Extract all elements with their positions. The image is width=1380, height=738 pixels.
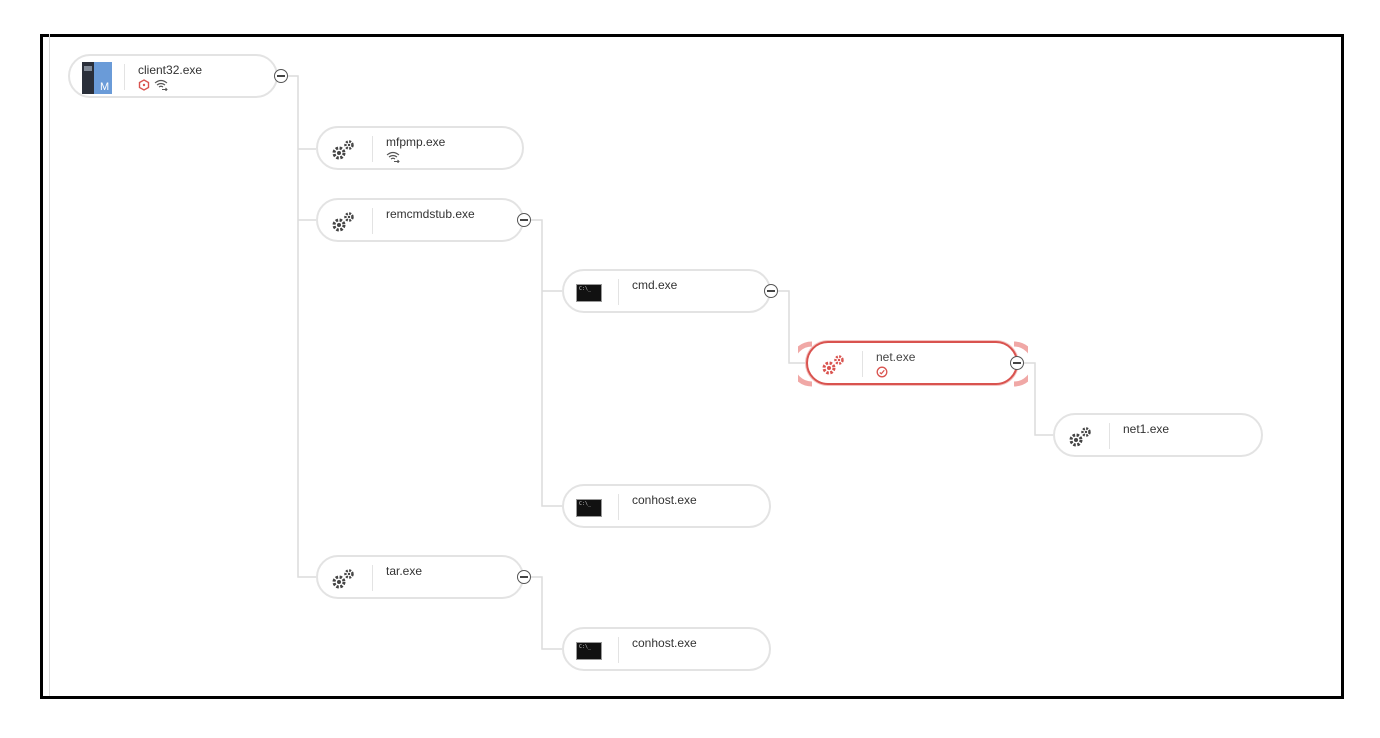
gears-icon (1067, 424, 1093, 450)
node-separator (124, 64, 125, 90)
process-name: net1.exe (1123, 422, 1170, 436)
process-node-mfpmp[interactable]: mfpmp.exe (316, 126, 524, 170)
collapse-toggle-client32[interactable] (274, 69, 288, 83)
process-tree-canvas (40, 34, 1344, 699)
terminal-icon: C:\_ (576, 495, 602, 521)
root-connector (49, 34, 50, 696)
process-name: tar.exe (386, 564, 423, 578)
collapse-toggle-net[interactable] (1010, 356, 1024, 370)
gears-icon (330, 566, 356, 592)
process-node-net[interactable]: net.exe (806, 341, 1018, 385)
node-separator (618, 637, 619, 663)
process-name: remcmdstub.exe (386, 207, 475, 221)
gears-icon (330, 209, 356, 235)
process-node-tar[interactable]: tar.exe (316, 555, 524, 599)
collapse-toggle-tar[interactable] (517, 570, 531, 584)
process-name: net.exe (876, 350, 916, 364)
process-node-conhost-2[interactable]: C:\_ conhost.exe (562, 627, 771, 671)
process-name: client32.exe (138, 63, 203, 77)
process-node-conhost-1[interactable]: C:\_ conhost.exe (562, 484, 771, 528)
node-separator (1109, 423, 1110, 449)
process-name: conhost.exe (632, 493, 697, 507)
node-separator (372, 565, 373, 591)
node-separator (862, 351, 863, 377)
network-icon (386, 151, 400, 163)
node-separator (618, 279, 619, 305)
terminal-icon: C:\_ (576, 638, 602, 664)
process-node-net1[interactable]: net1.exe (1053, 413, 1263, 457)
process-name: cmd.exe (632, 278, 678, 292)
badge-row (386, 151, 400, 163)
gears-icon (820, 352, 846, 378)
highlight-ring (798, 341, 1028, 387)
process-name: mfpmp.exe (386, 135, 446, 149)
process-name: conhost.exe (632, 636, 697, 650)
mcafee-app-icon: M (82, 62, 112, 94)
gears-icon (330, 137, 356, 163)
collapse-toggle-remcmdstub[interactable] (517, 213, 531, 227)
node-separator (372, 136, 373, 162)
badge-row (138, 79, 168, 91)
badge-row (876, 366, 888, 378)
node-separator (618, 494, 619, 520)
alert-circle-icon (876, 366, 888, 378)
process-node-cmd[interactable]: C:\_ cmd.exe (562, 269, 771, 313)
collapse-toggle-cmd[interactable] (764, 284, 778, 298)
terminal-icon: C:\_ (576, 280, 602, 306)
network-icon (154, 79, 168, 91)
hexagon-alert-icon (138, 79, 150, 91)
process-node-client32[interactable]: M client32.exe (68, 54, 278, 98)
process-node-remcmdstub[interactable]: remcmdstub.exe (316, 198, 524, 242)
svg-text:M: M (100, 81, 109, 93)
node-separator (372, 208, 373, 234)
